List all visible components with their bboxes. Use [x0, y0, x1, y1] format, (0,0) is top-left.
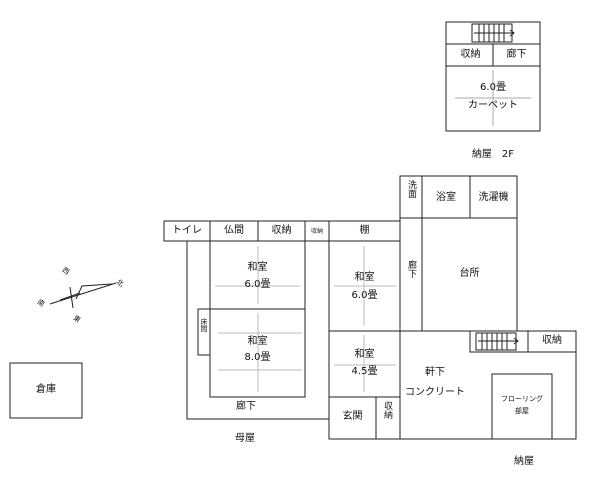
entrance-storage-label: 収納 — [382, 401, 392, 419]
toilet-label: トイレ — [172, 225, 202, 236]
washitsu-1-label: 和室 — [247, 262, 268, 273]
washitsu-2-label: 和室 — [247, 336, 268, 347]
barn-name: 納屋 — [514, 456, 534, 467]
storage-a-label: 収納 — [271, 225, 292, 236]
laundry-label: 洗濯機 — [478, 192, 509, 203]
hall-bottom-label: 廊下 — [236, 401, 256, 412]
washitsu-3-label: 和室 — [354, 272, 375, 283]
washitsu-1-size: 6.0畳 — [244, 279, 271, 290]
washitsu-4-label: 和室 — [354, 349, 375, 360]
floor2-carpet-label: カーペット — [468, 100, 518, 111]
tokonoma-label: 床間 — [200, 318, 208, 332]
floor2-title: 納屋 2F — [471, 149, 515, 160]
storage-b-label: 収納 — [310, 228, 323, 235]
shelf-label: 棚 — [359, 225, 370, 236]
floor2-outline — [445, 21, 541, 132]
eaves-label: 軒下 — [425, 367, 445, 378]
main-house-outline — [163, 175, 518, 440]
floor2-size-label: 6.0畳 — [480, 82, 506, 93]
hall-vertical-label: 廊下 — [406, 260, 416, 278]
washitsu-4-size: 4.5畳 — [351, 366, 378, 377]
flooring-label: フローリング — [501, 395, 543, 403]
washroom-label: 洗面 — [406, 180, 416, 198]
washitsu-3-size: 6.0畳 — [351, 290, 378, 301]
floor2-hall-label: 廊下 — [506, 49, 527, 60]
floor2-storage-label: 収納 — [460, 49, 481, 60]
main-house-name: 母屋 — [235, 433, 255, 444]
barn-room-label: 部屋 — [515, 407, 529, 415]
barn-outline — [400, 330, 577, 440]
bath-label: 浴室 — [436, 192, 456, 203]
kitchen-label: 台所 — [459, 268, 480, 279]
compass-icon — [49, 282, 117, 309]
barn-storage-label: 収納 — [542, 335, 562, 346]
concrete-label: コンクリート — [405, 387, 465, 398]
warehouse-outline — [9, 362, 83, 419]
butsuma-label: 仏間 — [224, 225, 244, 236]
warehouse-label: 倉庫 — [36, 384, 56, 395]
entrance-label: 玄関 — [342, 411, 363, 422]
washitsu-2-size: 8.0畳 — [244, 352, 271, 363]
